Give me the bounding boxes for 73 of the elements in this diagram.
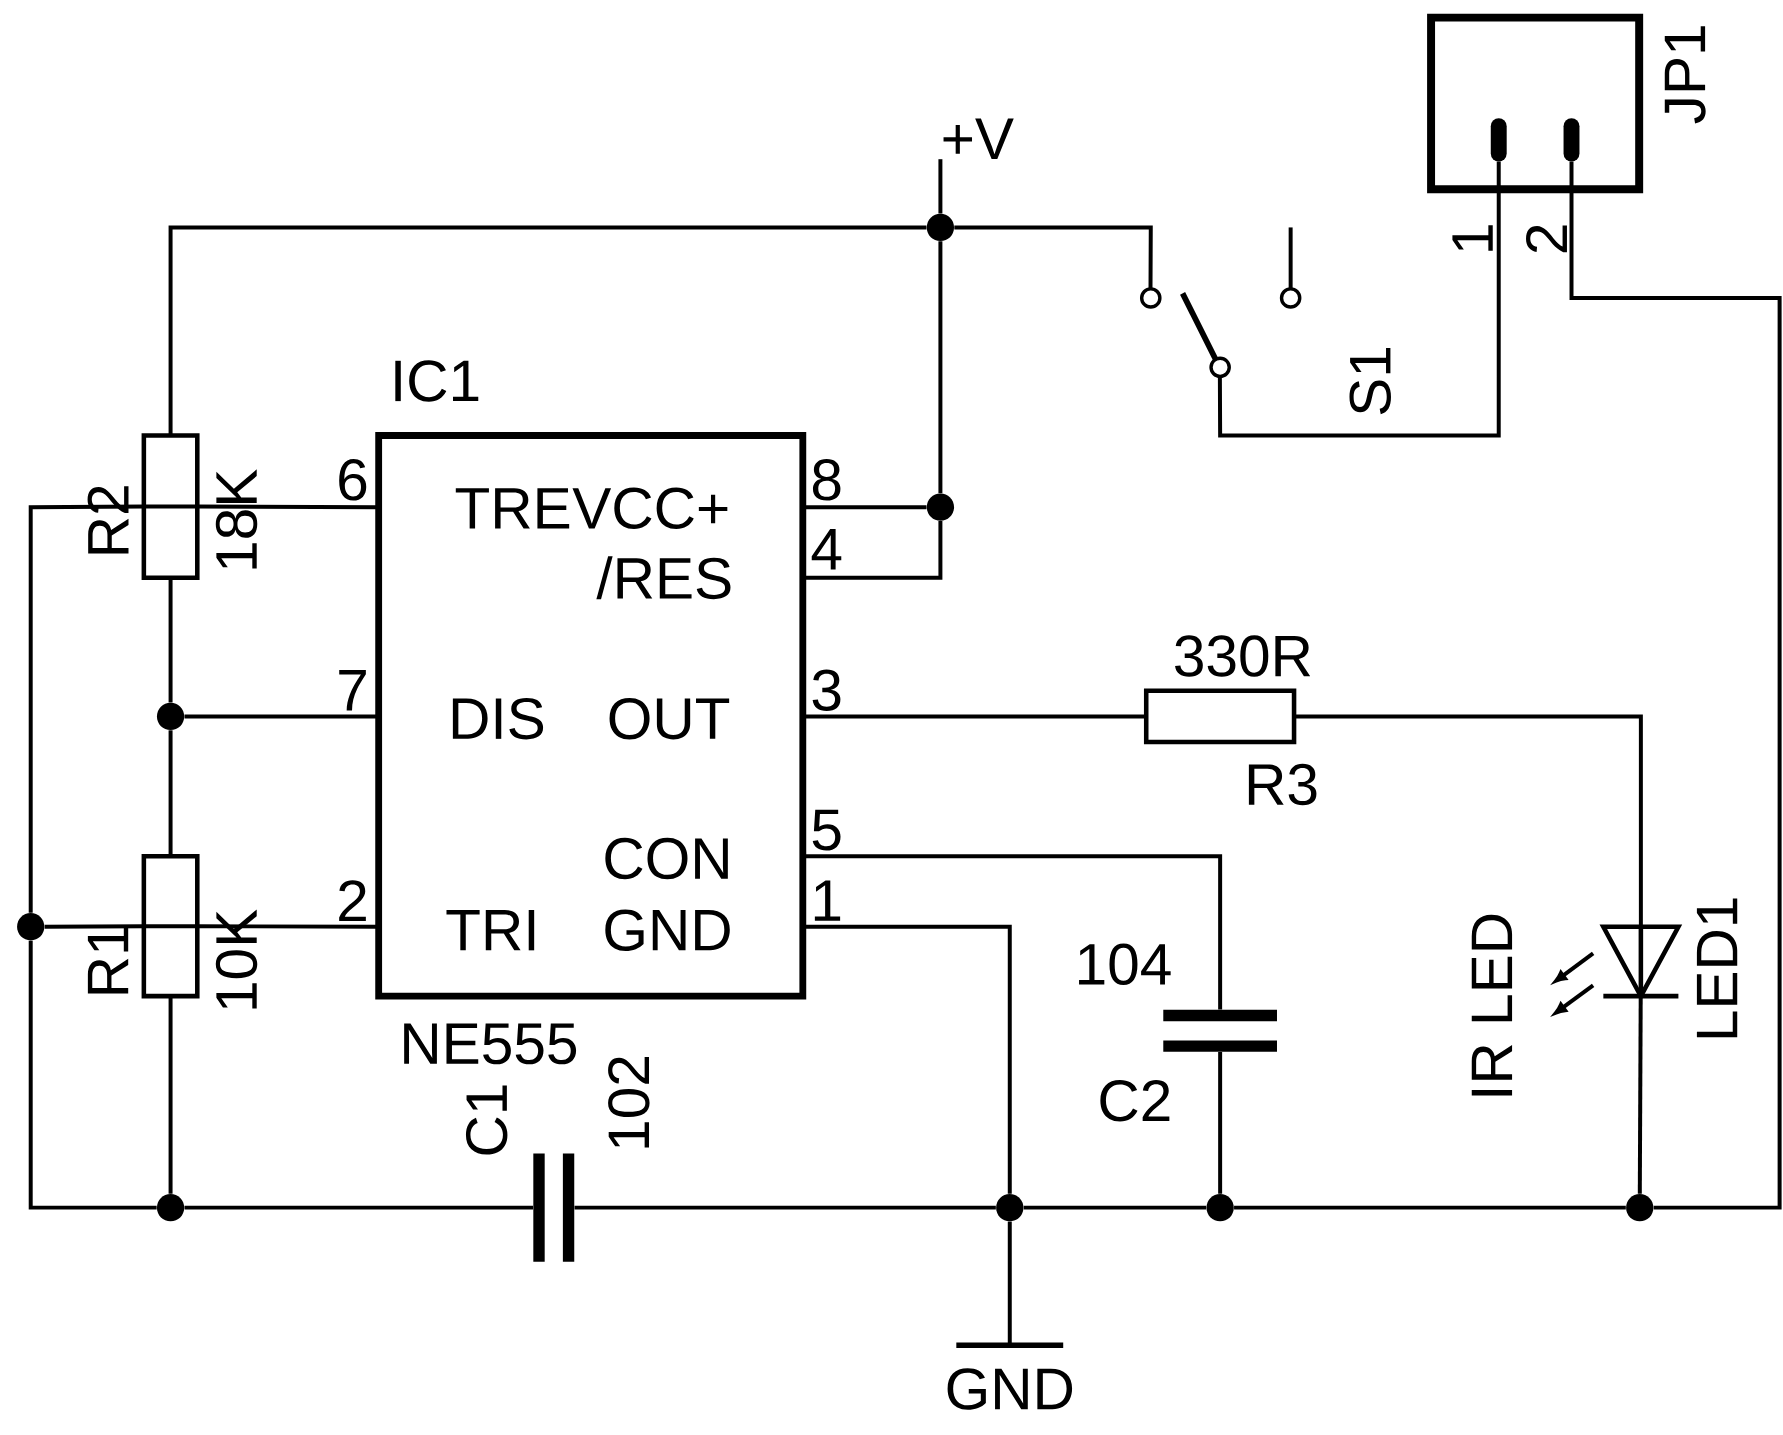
pin-number: 7 (339, 670, 366, 711)
junction-dot (17, 913, 45, 941)
junction-dot (996, 1193, 1024, 1222)
pin-number: 6 (339, 459, 367, 501)
wire (1218, 1052, 1223, 1194)
pin-name: GND (605, 909, 730, 951)
pin-number: 8 (812, 459, 841, 501)
wire (938, 241, 943, 494)
wire (1637, 996, 1643, 1194)
wire (1234, 1205, 1626, 1210)
wire (44, 924, 144, 929)
junction-dot (156, 1193, 185, 1222)
wire (168, 730, 173, 857)
component-label: 10K (215, 909, 258, 1009)
wire (1294, 714, 1643, 927)
junction-dot (926, 213, 955, 242)
resistor-symbol (141, 433, 200, 580)
ic-label: NE555 (404, 1023, 577, 1065)
capacitor-symbol (533, 1153, 575, 1262)
ic-label: IC1 (395, 360, 479, 402)
pin-name: TRI (446, 910, 535, 951)
pin-name: DIS (452, 697, 544, 740)
capacitor-symbol (1163, 1009, 1277, 1052)
wire (184, 714, 379, 719)
resistor-symbol (141, 853, 200, 999)
component-label: C2 (1100, 1079, 1170, 1122)
resistor-symbol (1143, 688, 1297, 745)
wire (28, 504, 144, 913)
wire (168, 225, 927, 436)
pin-name: CON (605, 837, 728, 880)
switch-symbol (1139, 227, 1302, 379)
wire (1569, 161, 1782, 1210)
junction-dot (1626, 1193, 1654, 1222)
component-label: 102 (608, 1057, 650, 1148)
wire (1023, 1205, 1207, 1210)
component-label: C1 (465, 1085, 508, 1155)
component-label: IR LED (1471, 914, 1513, 1096)
pin-number: 2 (339, 880, 366, 922)
wire (1007, 1221, 1012, 1346)
component-label: 104 (1079, 943, 1171, 985)
wire (574, 1205, 996, 1210)
pin-number: 1 (814, 880, 841, 921)
wire (938, 159, 943, 214)
junction-dot (926, 493, 955, 521)
component-label: 330R (1175, 635, 1311, 677)
pin-number: 4 (811, 529, 842, 570)
wire (1217, 161, 1501, 438)
wire (184, 1205, 534, 1210)
junction-dot (1206, 1193, 1234, 1222)
wire (954, 225, 1153, 289)
wire (28, 940, 157, 1210)
pin-name: /RES (596, 556, 731, 600)
component-label: R3 (1248, 763, 1317, 806)
component-label: 18K (215, 469, 258, 569)
pin-name: TRE (455, 488, 570, 529)
wire (197, 504, 379, 510)
pin-number: 2 (1526, 225, 1567, 253)
connector-symbol (1427, 13, 1644, 194)
pin-name: OUT (609, 697, 730, 740)
supply-label: +V (943, 118, 1014, 159)
component-label: R2 (87, 486, 129, 554)
wire (168, 577, 173, 703)
pin-number: 1 (1452, 225, 1493, 251)
component-label: R1 (87, 926, 129, 994)
pin-number: 5 (812, 809, 841, 851)
pin-name: VCC+ (572, 487, 728, 529)
component-label: S1 (1349, 347, 1391, 415)
component-label: LED1 (1696, 898, 1738, 1038)
pin-number: 3 (812, 669, 841, 711)
component-label: JP1 (1664, 26, 1706, 124)
wire (168, 996, 173, 1194)
junction-dot (156, 702, 185, 730)
wire (197, 924, 379, 929)
